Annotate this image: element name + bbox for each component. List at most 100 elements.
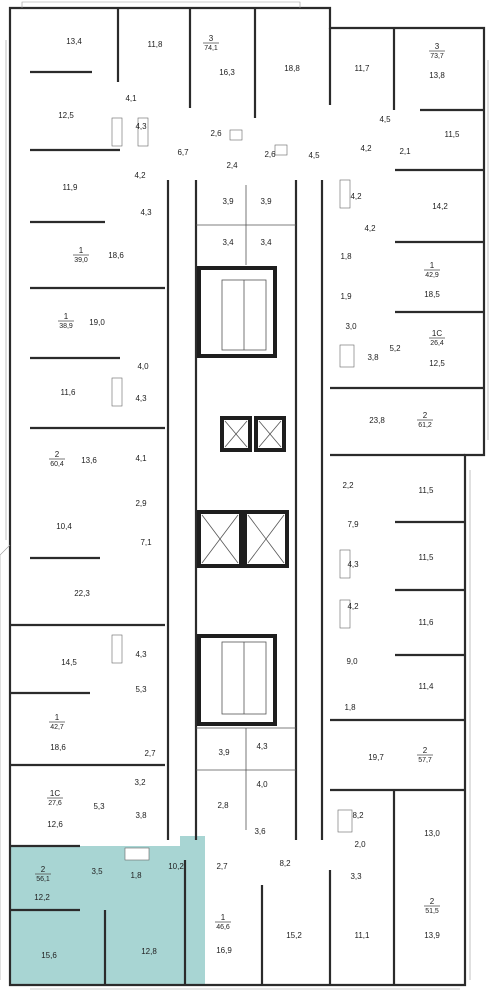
room-area: 5,3 bbox=[93, 802, 105, 811]
apartment-badge: 2 57,7 bbox=[417, 746, 433, 764]
room-labels: 13,4 11,8 16,3 18,8 11,7 13,8 4,1 12,5 4… bbox=[34, 37, 460, 960]
room-area: 2,4 bbox=[226, 161, 238, 170]
svg-text:2: 2 bbox=[41, 865, 46, 874]
room-area: 3,9 bbox=[218, 748, 230, 757]
svg-text:1С: 1С bbox=[50, 789, 60, 798]
room-area: 15,2 bbox=[286, 931, 302, 940]
room-area: 4,2 bbox=[347, 602, 359, 611]
room-area: 2,2 bbox=[342, 481, 354, 490]
room-area: 19,7 bbox=[368, 753, 384, 762]
svg-text:46,6: 46,6 bbox=[216, 924, 230, 931]
room-area: 10,4 bbox=[56, 522, 72, 531]
apartment-badge: 1 46,6 bbox=[215, 913, 231, 931]
room-area: 3,4 bbox=[260, 238, 272, 247]
room-area: 14,5 bbox=[61, 658, 77, 667]
room-area: 11,1 bbox=[355, 931, 371, 940]
room-area: 3,6 bbox=[254, 827, 266, 836]
svg-text:39,0: 39,0 bbox=[74, 257, 88, 264]
svg-text:42,7: 42,7 bbox=[50, 724, 64, 731]
room-area: 11,8 bbox=[148, 40, 164, 49]
room-area: 22,3 bbox=[74, 589, 90, 598]
room-area: 11,5 bbox=[419, 486, 435, 495]
svg-text:2: 2 bbox=[423, 746, 428, 755]
svg-text:2: 2 bbox=[423, 411, 428, 420]
highlighted-apartment[interactable] bbox=[10, 836, 205, 985]
room-area: 11,5 bbox=[419, 553, 435, 562]
room-area: 2,0 bbox=[354, 840, 366, 849]
svg-text:57,7: 57,7 bbox=[418, 757, 432, 764]
svg-text:60,4: 60,4 bbox=[50, 461, 64, 468]
room-area: 11,6 bbox=[61, 388, 77, 397]
room-area: 23,8 bbox=[369, 416, 385, 425]
room-area: 8,2 bbox=[352, 811, 364, 820]
svg-text:27,6: 27,6 bbox=[48, 800, 62, 807]
room-area: 11,6 bbox=[419, 618, 435, 627]
room-area: 3,2 bbox=[134, 778, 146, 787]
room-area: 1,9 bbox=[340, 292, 352, 301]
svg-text:74,1: 74,1 bbox=[204, 45, 218, 52]
room-area: 13,0 bbox=[424, 829, 440, 838]
svg-text:2: 2 bbox=[55, 450, 60, 459]
room-area: 4,2 bbox=[364, 224, 376, 233]
room-area: 4,5 bbox=[379, 115, 391, 124]
bathroom-fixtures bbox=[111, 117, 355, 861]
apartment-badge: 2 51,5 bbox=[424, 897, 440, 915]
room-area: 18,5 bbox=[424, 290, 440, 299]
apartment-badge: 3 74,1 bbox=[203, 34, 219, 52]
apartment-badge: 3 73,7 bbox=[429, 42, 445, 60]
room-area: 9,0 bbox=[346, 657, 358, 666]
room-area: 12,6 bbox=[47, 820, 63, 829]
room-area: 3,9 bbox=[260, 197, 272, 206]
room-area: 16,3 bbox=[219, 68, 235, 77]
room-area: 3,8 bbox=[135, 811, 147, 820]
room-area: 11,7 bbox=[355, 64, 371, 73]
room-area: 13,9 bbox=[424, 931, 440, 940]
room-area: 8,2 bbox=[279, 859, 291, 868]
svg-text:1: 1 bbox=[221, 913, 226, 922]
svg-text:42,9: 42,9 bbox=[425, 272, 439, 279]
svg-text:56,1: 56,1 bbox=[36, 876, 50, 883]
room-area: 7,9 bbox=[347, 520, 359, 529]
room-area: 4,3 bbox=[135, 122, 147, 131]
room-area: 4,2 bbox=[350, 192, 362, 201]
svg-text:1: 1 bbox=[55, 713, 60, 722]
room-area: 13,8 bbox=[429, 71, 445, 80]
room-area: 5,3 bbox=[135, 685, 147, 694]
room-area: 12,8 bbox=[141, 947, 157, 956]
room-area: 4,3 bbox=[135, 650, 147, 659]
room-area: 2,6 bbox=[210, 129, 222, 138]
svg-text:1: 1 bbox=[64, 312, 69, 321]
apartment-badges: 3 74,1 3 73,7 1 39,0 1 42,9 1 38,9 1С 26… bbox=[35, 34, 445, 931]
svg-text:3: 3 bbox=[209, 34, 214, 43]
room-area: 2,7 bbox=[144, 749, 156, 758]
room-area: 15,6 bbox=[41, 951, 57, 960]
svg-text:73,7: 73,7 bbox=[430, 53, 444, 60]
apartment-badge: 2 56,1 bbox=[35, 865, 51, 883]
room-area: 2,8 bbox=[217, 801, 229, 810]
room-area: 12,5 bbox=[58, 111, 74, 120]
room-area: 13,6 bbox=[81, 456, 97, 465]
apartment-badge: 1 42,9 bbox=[424, 261, 440, 279]
room-area: 11,9 bbox=[63, 183, 79, 192]
room-area: 3,4 bbox=[222, 238, 234, 247]
room-area: 10,2 bbox=[168, 862, 184, 871]
svg-text:1: 1 bbox=[430, 261, 435, 270]
svg-text:1С: 1С bbox=[432, 329, 442, 338]
room-area: 11,4 bbox=[419, 682, 435, 691]
room-area: 3,9 bbox=[222, 197, 234, 206]
svg-text:61,2: 61,2 bbox=[418, 422, 432, 429]
room-area: 4,0 bbox=[256, 780, 268, 789]
room-area: 4,2 bbox=[360, 144, 372, 153]
room-area: 13,4 bbox=[66, 37, 82, 46]
apartment-badge: 1 42,7 bbox=[49, 713, 65, 731]
svg-text:51,5: 51,5 bbox=[425, 908, 439, 915]
room-area: 4,1 bbox=[135, 454, 147, 463]
room-area: 19,0 bbox=[89, 318, 105, 327]
room-area: 7,1 bbox=[140, 538, 152, 547]
room-area: 4,3 bbox=[135, 394, 147, 403]
room-area: 11,5 bbox=[445, 130, 461, 139]
apartment-badge: 2 61,2 bbox=[417, 411, 433, 429]
apartment-badge: 1С 26,4 bbox=[429, 329, 445, 347]
room-area: 4,5 bbox=[308, 151, 320, 160]
room-area: 2,6 bbox=[264, 150, 276, 159]
